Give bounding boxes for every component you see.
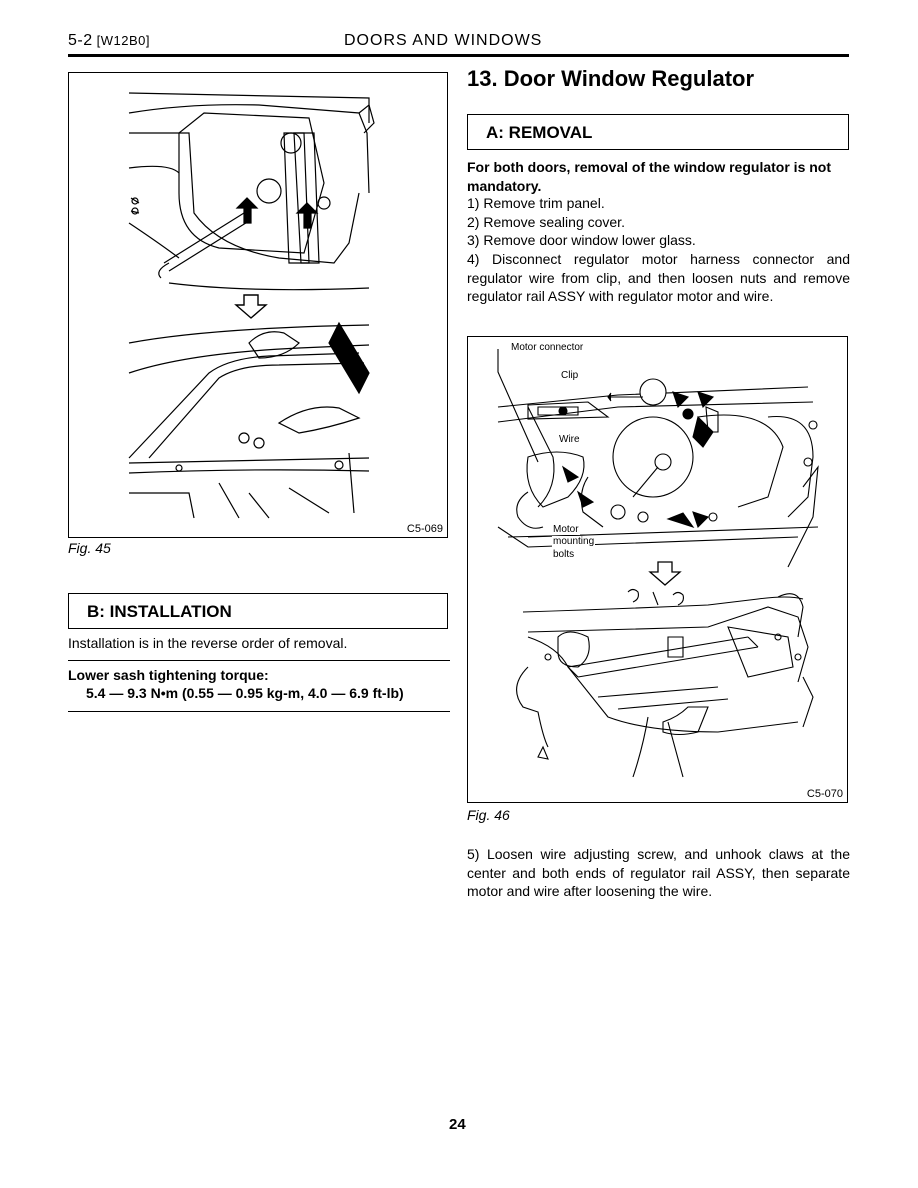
figure-code: C5-069 [406,523,443,535]
page-section-code: 5-2[W12B0] [68,32,150,50]
section-title: 13. Door Window Regulator [467,66,755,91]
torque-label: Lower sash tightening torque: [68,667,269,683]
label-wire: Wire [558,434,581,445]
divider [68,711,450,712]
figure-45: C5-069 [68,72,448,538]
label-motor-connector: Motor connector [510,342,585,353]
installation-heading-box: B: INSTALLATION [68,593,448,629]
removal-step: 2) Remove sealing cover. [467,214,625,230]
label-motor: Motor [552,524,580,535]
installation-text: Installation is in the reverse order of … [68,635,348,651]
figure-46: Motor connector Clip Wire Motor mounting… [467,336,848,803]
removal-step: 3) Remove door window lower glass. [467,232,696,248]
removal-heading-box: A: REMOVAL [467,114,849,150]
header-title: DOORS AND WINDOWS [344,32,543,49]
door-glass-removal-illustration [128,92,375,519]
removal-note: For both doors, removal of the window re… [467,159,832,194]
label-bolts: bolts [552,549,576,560]
removal-step: 4) Disconnect regulator motor harness co… [467,251,850,304]
header-rule [68,54,849,57]
figure-code: C5-070 [806,788,843,800]
label-mounting: mounting [552,536,596,547]
removal-step: 5) Loosen wire adjusting screw, and unho… [467,846,850,899]
label-clip: Clip [560,370,580,381]
figure-caption: Fig. 45 [68,540,111,556]
installation-heading: B: INSTALLATION [87,602,232,621]
torque-value: 5.4 — 9.3 N•m (0.55 — 0.95 kg-m, 4.0 — 6… [86,685,404,701]
page-section: 5-2 [68,32,93,49]
removal-step: 1) Remove trim panel. [467,195,605,211]
page-number: 24 [449,1116,466,1133]
figure-caption: Fig. 46 [467,807,510,823]
divider [68,660,450,661]
removal-heading: A: REMOVAL [486,123,593,142]
section-code: [W12B0] [96,33,150,48]
regulator-removal-illustration [497,349,819,778]
